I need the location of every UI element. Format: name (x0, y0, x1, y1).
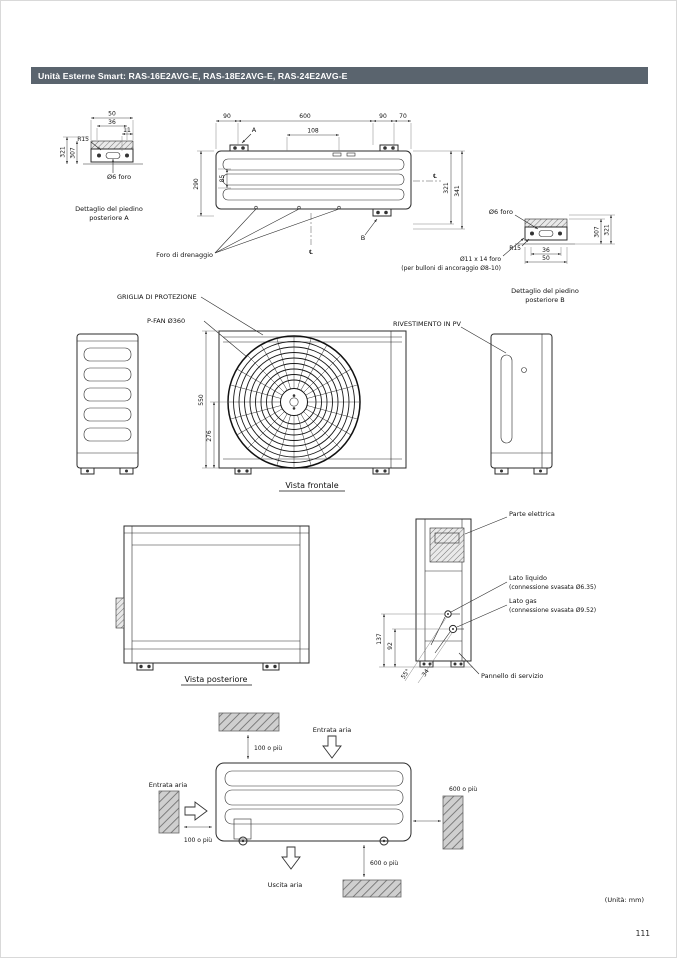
rear-view-large (115, 525, 310, 671)
anchor-note-1: Ø11 x 14 foro (460, 256, 501, 263)
left-gap-label: 100 o più (184, 837, 212, 844)
rear-left-connector (115, 597, 125, 629)
dim-600: 600 (299, 113, 311, 120)
centerline-symbol-right: ℄ (433, 173, 437, 180)
fan-grille (227, 335, 361, 469)
front-view-caption: Vista frontale (285, 481, 338, 490)
front-section: GRIGLIA DI PROTEZIONE P-FAN Ø360 RIVESTI… (76, 293, 553, 492)
wall-left (158, 790, 180, 834)
units-note: (Unità: mm) (605, 896, 644, 904)
dim-321: 321 (443, 182, 450, 194)
dim-550: 550 (198, 394, 205, 406)
drain-label: Foro di drenaggio (156, 251, 213, 259)
clearance-diagram: Entrata aria 100 o più Entrata aria 100 … (149, 712, 477, 898)
dim-290: 290 (193, 178, 200, 190)
gas-label-1: Lato gas (509, 597, 537, 605)
service-label: Pannello di servizio (481, 672, 543, 680)
dim-85: 85 (219, 175, 226, 183)
cover-label: RIVESTIMENTO IN PV (393, 320, 461, 328)
plan-view: A B 90 600 90 70 108 85 29 (156, 113, 465, 259)
fan-label: P-FAN Ø360 (147, 317, 185, 325)
dim-92: 92 (387, 642, 394, 650)
foot-detail-a: 50 36 11 R15 307 321 Ø6 foro Dettaglio d… (60, 111, 143, 222)
side-view-left (76, 333, 139, 475)
top-gap-label: 100 o più (254, 745, 282, 752)
rear-view-caption: Vista posteriore (185, 675, 248, 684)
electric-label: Parte elettrica (509, 510, 555, 518)
plan-outline (215, 150, 412, 210)
detail-b-dim-36: 36 (542, 247, 550, 254)
dim-341: 341 (454, 185, 461, 197)
air-out-arrow (281, 846, 301, 870)
detail-a-dim-11: 11 (123, 127, 131, 134)
detail-a-caption-1: Dettaglio del piedino (75, 205, 143, 213)
foot-bottom (372, 208, 392, 217)
dim-90-left: 90 (223, 113, 231, 120)
centerline-symbol-bottom: ℄ (309, 249, 313, 256)
marker-b: B (361, 234, 365, 242)
foot-a-base (90, 140, 134, 150)
detail-b-dim-50: 50 (542, 255, 550, 262)
electrical-box (429, 527, 465, 563)
front-view (218, 330, 407, 475)
foot-b-base (524, 218, 568, 228)
detail-b-caption-2: posteriore B (525, 296, 565, 304)
detail-b-hole-label: Ø6 foro (489, 208, 513, 216)
grille-label: GRIGLIA DI PROTEZIONE (117, 293, 197, 301)
dim-276: 276 (206, 430, 213, 442)
detail-b-dim-321: 321 (604, 224, 611, 236)
dim-70: 70 (399, 113, 407, 120)
detail-a-dim-307: 307 (70, 147, 77, 159)
wall-bottom (342, 879, 402, 898)
dim-34: 34 (421, 668, 431, 678)
detail-a-radius: R15 (77, 136, 89, 143)
gas-label-2: (connessione svasata Ø9.52) (509, 607, 596, 614)
bottom-gap-label: 600 o più (370, 860, 398, 867)
liquid-label-1: Lato liquido (509, 574, 547, 582)
section-header-bar: Unità Esterne Smart: RAS-16E2AVG-E, RAS-… (31, 67, 648, 84)
right-gap-label: 600 o più (449, 786, 477, 793)
rear-view-detail (415, 518, 472, 668)
detail-a-dim-321: 321 (60, 146, 67, 158)
dim-90-right: 90 (379, 113, 387, 120)
foot-top-right (379, 144, 399, 152)
marker-a: A (252, 126, 257, 134)
air-in-top-arrow (322, 735, 342, 759)
fan-hub (280, 388, 308, 416)
section-title: Unità Esterne Smart: RAS-16E2AVG-E, RAS-… (38, 70, 348, 81)
detail-b-dim-307: 307 (594, 226, 601, 238)
angle-55: 55° (400, 668, 412, 681)
foot-detail-b: Ø6 foro 307 321 R15 36 50 Ø11 x 14 foro … (401, 208, 615, 304)
detail-a-dim-36: 36 (108, 119, 116, 126)
detail-a-hole-label: Ø6 foro (107, 173, 131, 181)
rear-section: Vista posteriore (115, 510, 596, 686)
air-out-label: Uscita aria (268, 881, 303, 889)
detail-b-radius: R15 (509, 245, 521, 252)
clearance-unit (215, 762, 412, 846)
foot-top-left (229, 144, 249, 152)
dim-137: 137 (376, 633, 383, 645)
anchor-note-2: (per bulloni di ancoraggio Ø8-10) (401, 265, 501, 272)
air-in-top-label: Entrata aria (313, 726, 351, 734)
wall-top (218, 712, 280, 732)
detail-a-caption-2: posteriore A (89, 214, 129, 222)
page-number: 111 (635, 929, 650, 938)
wall-right (442, 795, 464, 850)
liquid-label-2: (connessione svasata Ø6.35) (509, 584, 596, 591)
air-in-left-label: Entrata aria (149, 781, 187, 789)
side-view-right (490, 333, 553, 475)
foot-b-bracket (524, 226, 568, 241)
dim-108: 108 (307, 128, 319, 135)
detail-b-caption-1: Dettaglio del piedino (511, 287, 579, 295)
detail-a-dim-50: 50 (108, 111, 116, 118)
air-in-left-arrow (184, 801, 208, 821)
